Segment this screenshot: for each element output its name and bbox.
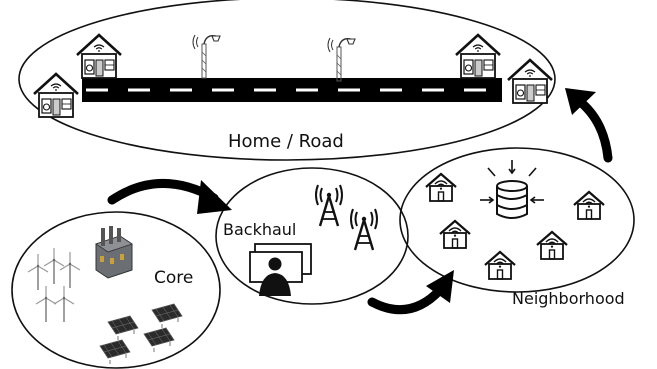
neighborhood-label: Neighborhood [512, 289, 625, 308]
solar-panel-icon [107, 315, 139, 341]
solar-panel-icon [151, 303, 183, 329]
house-icon [32, 72, 80, 119]
solar-panel-icon [99, 339, 131, 365]
arrow-backhaul-to-neighborhood [367, 270, 454, 315]
house-icon [535, 230, 569, 261]
antenna-tower-icon [314, 183, 344, 228]
wind-turbine-icon [59, 251, 81, 289]
home-road-ellipse [18, 0, 556, 161]
core-ellipse [11, 211, 221, 369]
core-region: Core [11, 211, 221, 369]
database-icon [480, 160, 544, 219]
wind-turbine-icon [35, 285, 57, 323]
house-icon [424, 172, 458, 203]
road [82, 78, 502, 102]
arrow-neighborhood-to-home-road [565, 88, 613, 163]
home-road-label: Home / Road [228, 131, 344, 152]
house-icon [438, 219, 472, 250]
neighborhood-region: Neighborhood [399, 147, 635, 308]
wind-turbine-icon [27, 253, 49, 291]
street-light-icon [327, 37, 356, 82]
operator-at-monitor-icon [249, 243, 312, 296]
house-icon [75, 33, 123, 80]
arrow-core-to-backhaul [107, 179, 232, 214]
house-icon [572, 190, 606, 221]
house-icon [506, 58, 554, 105]
antenna-tower-icon [349, 207, 379, 252]
neighborhood-ellipse [399, 147, 635, 293]
wind-turbine-icon [43, 247, 65, 285]
house-icon [483, 250, 517, 281]
factory-icon [95, 226, 133, 279]
home-road-region: Home / Road [18, 0, 556, 161]
core-label: Core [154, 268, 193, 288]
backhaul-region: Backhaul [215, 167, 409, 305]
wind-turbine-icon [53, 285, 75, 323]
backhaul-ellipse [215, 167, 409, 305]
street-light-icon [192, 34, 221, 79]
backhaul-label: Backhaul [223, 220, 296, 239]
house-icon [454, 33, 502, 80]
solar-panel-icon [143, 327, 175, 353]
